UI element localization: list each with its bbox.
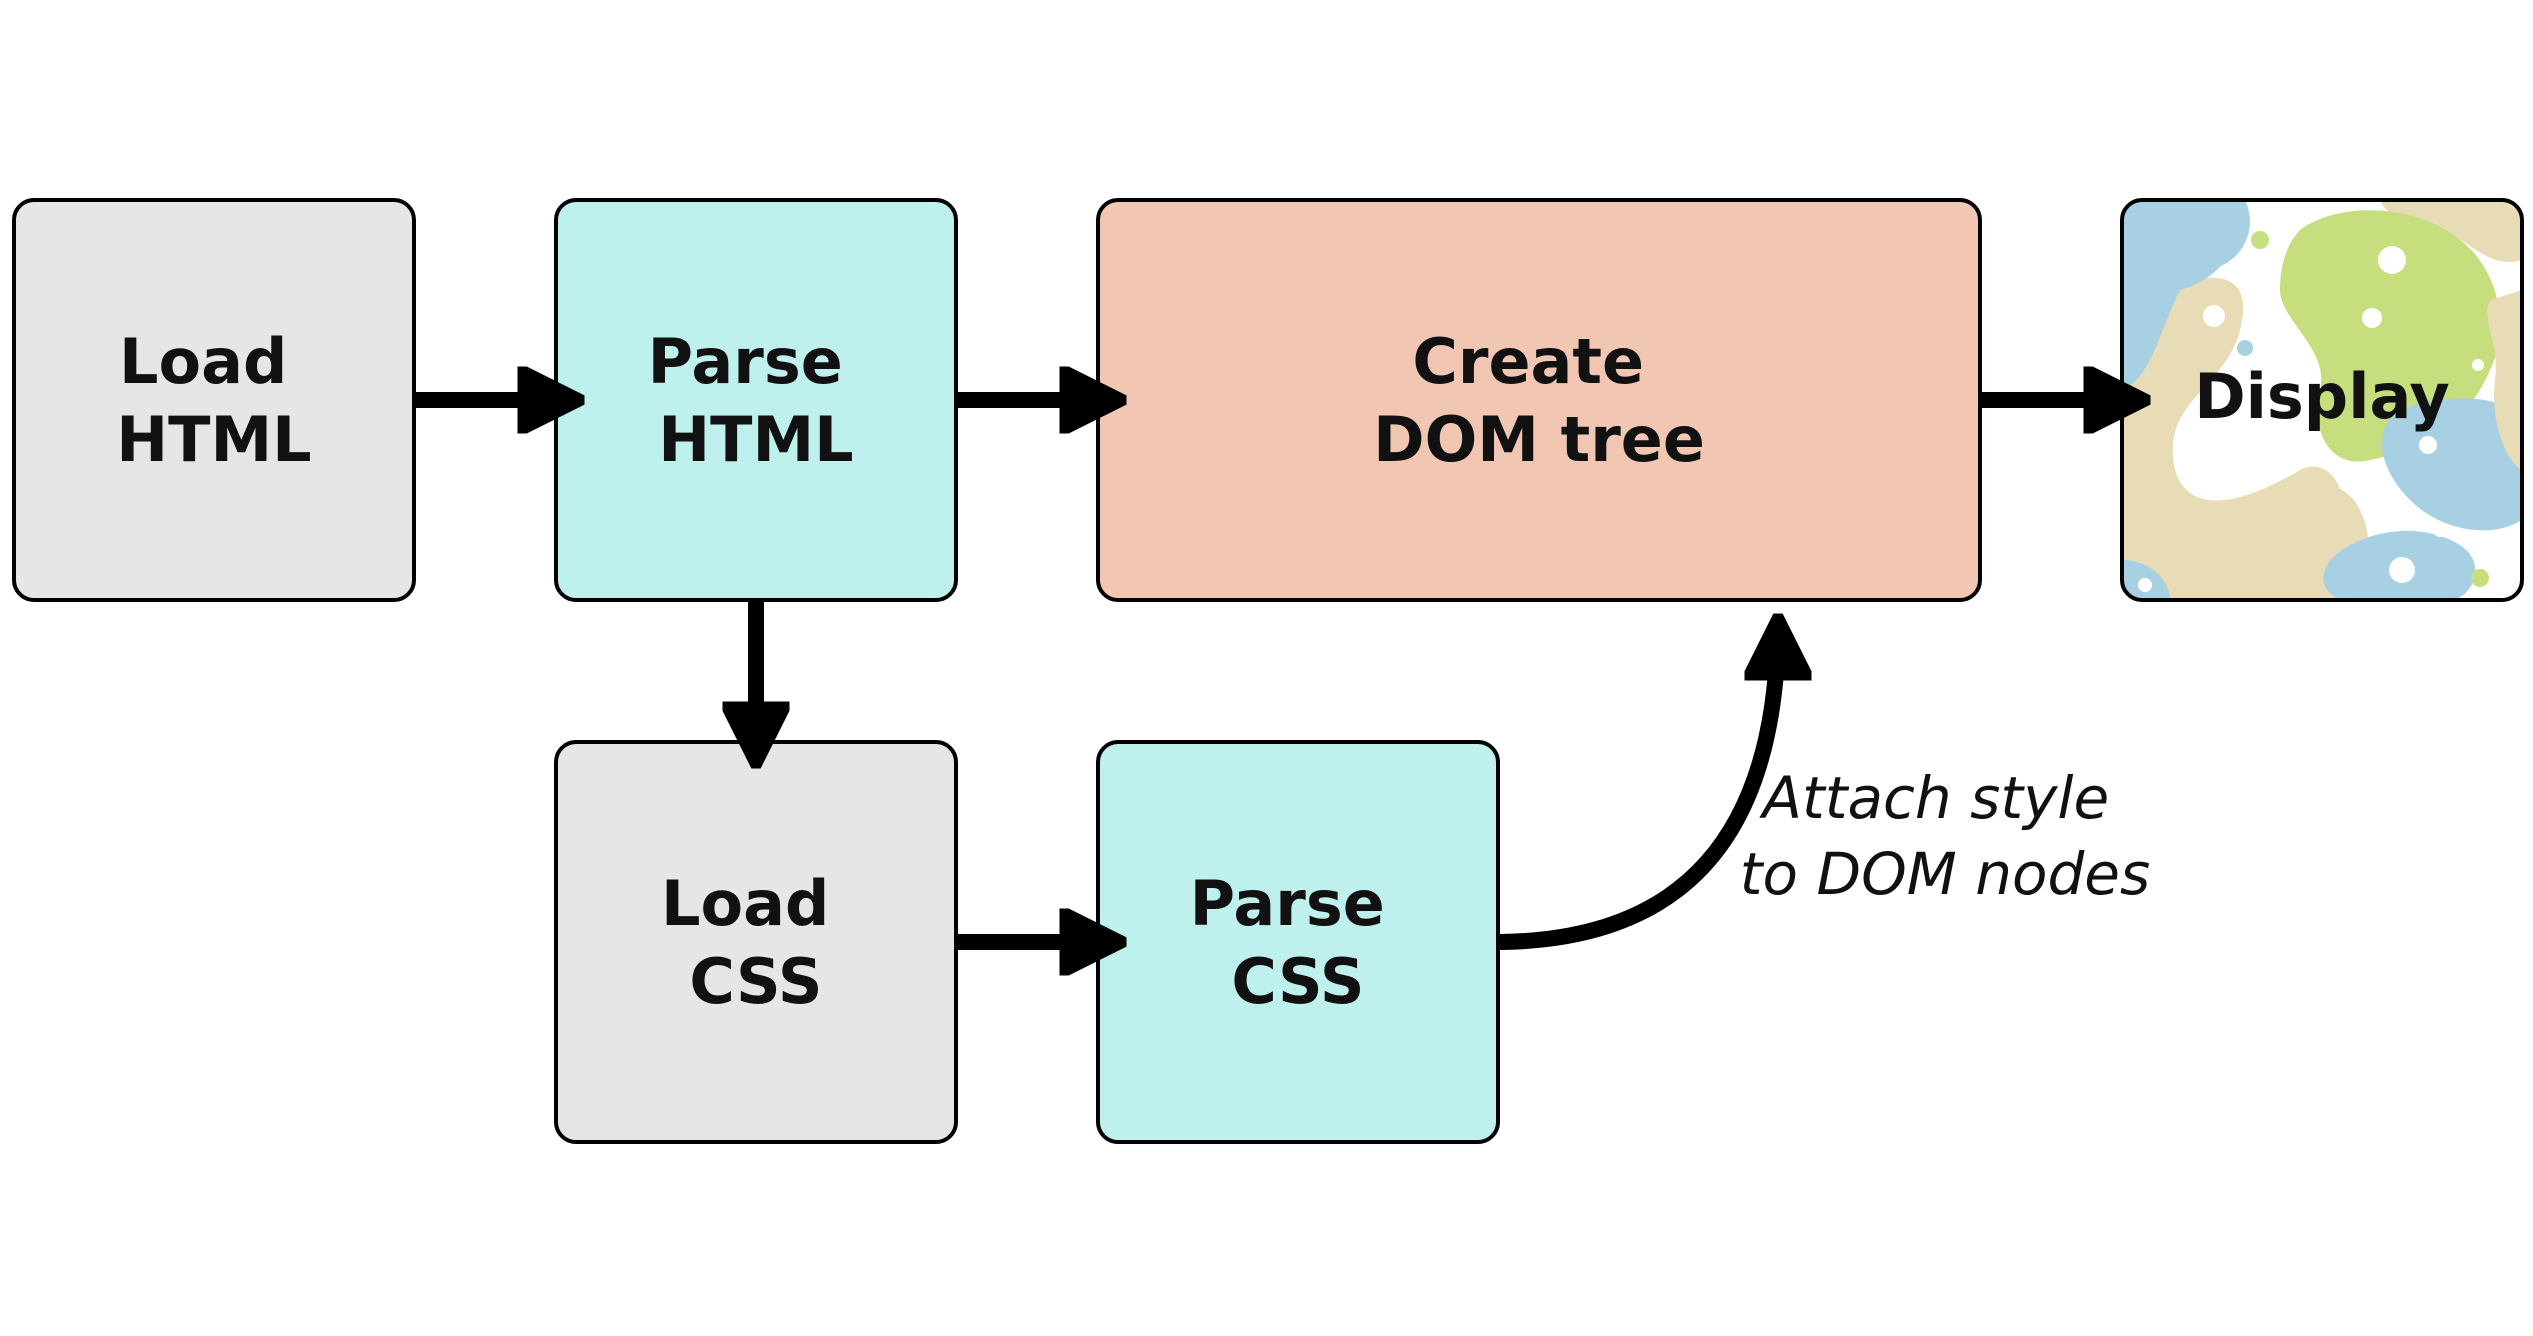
attach-style-line1: Attach style [1758, 764, 2109, 832]
load-css-label: Load CSS [661, 867, 851, 1018]
display-dot [2472, 359, 2484, 371]
load-html-box [12, 198, 416, 602]
node-display: Display [2120, 198, 2524, 602]
node-parse-html: Parse HTML [554, 198, 958, 602]
display-blob-green [2280, 210, 2500, 462]
node-parse-css: Parse CSS [1096, 740, 1500, 1144]
display-dot [2138, 578, 2152, 592]
parse-css-label: Parse CSS [1190, 867, 1407, 1018]
display-dot [2471, 569, 2489, 587]
display-dot [2433, 523, 2447, 537]
display-dot [2362, 308, 2382, 328]
node-load-html: Load HTML [12, 198, 416, 602]
display-blob-blue-top [2150, 200, 2250, 270]
display-dot [2389, 557, 2415, 583]
parse-html-line2: HTML [658, 403, 853, 476]
display-pattern [2122, 200, 2522, 600]
attach-style-label: Attach style to DOM nodes [1740, 764, 2150, 908]
node-load-css: Load CSS [554, 740, 958, 1144]
display-blob-blue-mid [2381, 398, 2522, 531]
display-dot [2419, 436, 2437, 454]
load-css-line1: Load [661, 867, 829, 940]
display-label: Display [2194, 360, 2450, 433]
display-blob-tan-top [2380, 200, 2522, 263]
load-html-label: Load HTML [116, 325, 311, 476]
load-html-line2: HTML [116, 403, 311, 476]
create-dom-box [1096, 198, 1982, 602]
create-dom-label: Create DOM tree [1373, 325, 1705, 476]
node-create-dom: Create DOM tree [1096, 198, 1982, 602]
load-css-box [554, 740, 958, 1144]
create-dom-line1: Create [1412, 325, 1644, 398]
parse-html-box [554, 198, 958, 602]
display-dot [2251, 231, 2269, 249]
display-dot [2237, 340, 2253, 356]
load-html-line1: Load [119, 325, 287, 398]
display-dot [2203, 305, 2225, 327]
parse-css-box [1096, 740, 1500, 1144]
display-blob-tan-right [2487, 290, 2522, 470]
create-dom-line2: DOM tree [1373, 403, 1705, 476]
display-line: Display [2194, 360, 2450, 433]
load-css-line2: CSS [689, 945, 822, 1018]
display-dot [2378, 246, 2406, 274]
parse-css-line1: Parse [1190, 867, 1385, 940]
parse-css-line2: CSS [1231, 945, 1364, 1018]
arrow-parse-css-to-create-dom [1499, 620, 1778, 950]
parse-html-label: Parse HTML [648, 325, 865, 476]
display-dot [2223, 419, 2241, 437]
parse-html-line1: Parse [648, 325, 843, 398]
attach-style-line2: to DOM nodes [1740, 840, 2150, 908]
